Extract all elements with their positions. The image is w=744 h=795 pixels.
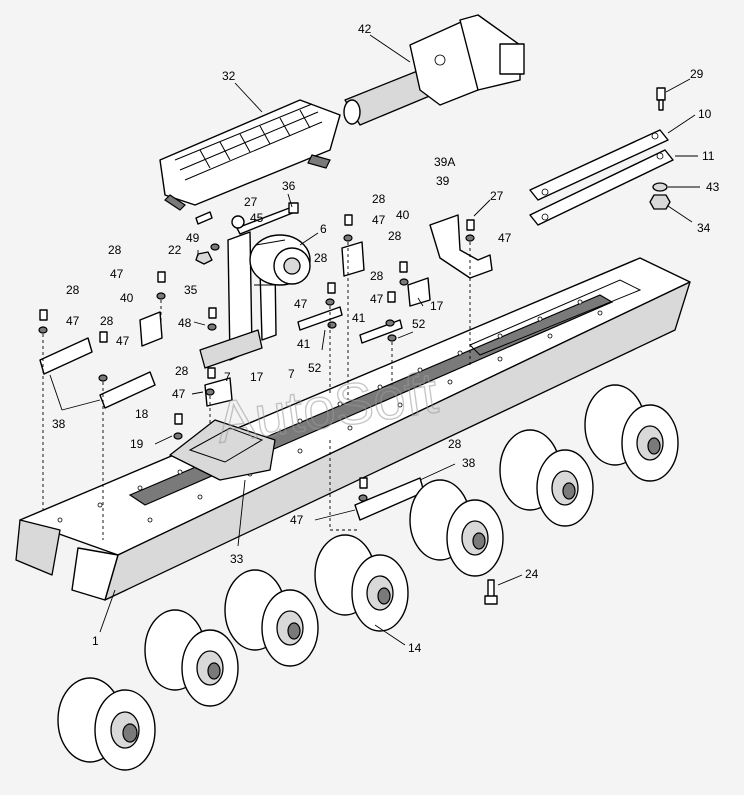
callout-33: 33	[230, 552, 244, 566]
washers-47	[38, 234, 475, 502]
callout-47-e: 47	[294, 297, 308, 311]
callout-labels: 42 32 29 10 11 43 34 36 27 45 49 22 6 28…	[52, 22, 720, 655]
callout-28-f: 28	[372, 192, 386, 206]
callout-29: 29	[690, 67, 704, 81]
callout-40-left: 40	[120, 291, 134, 305]
track-roller	[224, 569, 319, 667]
callout-17-right: 17	[430, 299, 444, 313]
strap-10	[529, 129, 669, 201]
callout-11: 11	[702, 149, 715, 163]
callout-18: 18	[135, 407, 149, 421]
nut-34	[649, 194, 671, 210]
track-roller	[314, 534, 409, 632]
assembly-dash-lines	[42, 242, 471, 540]
callout-7-left: 7	[224, 370, 231, 384]
callout-28-a: 28	[108, 243, 122, 257]
bolts-28	[39, 214, 475, 489]
bolt-36	[236, 202, 299, 235]
frame-holes	[57, 299, 603, 523]
bracket-33	[169, 419, 276, 481]
callout-35: 35	[184, 283, 198, 297]
callout-14: 14	[408, 641, 422, 655]
callout-27-left: 27	[244, 195, 258, 209]
callout-47-f: 47	[372, 213, 386, 227]
nut-22	[195, 251, 213, 265]
callout-28-h: 28	[370, 269, 384, 283]
callout-27-right: 27	[490, 189, 504, 203]
callout-22: 22	[168, 243, 182, 257]
strap-11	[529, 149, 674, 226]
callout-38-lower: 38	[462, 456, 476, 470]
callout-34: 34	[697, 221, 711, 235]
washer-43	[652, 182, 668, 192]
callout-17-left: 17	[250, 370, 264, 384]
support-roller-bracket	[199, 231, 311, 369]
track-roller	[584, 384, 679, 482]
callout-52-right: 52	[412, 317, 426, 331]
plate-40-left	[139, 311, 163, 347]
callout-49: 49	[186, 231, 200, 245]
bolt-24	[484, 579, 498, 605]
bracket-39	[429, 214, 493, 279]
callout-19: 19	[130, 437, 144, 451]
callout-1: 1	[92, 634, 99, 648]
track-roller	[144, 609, 239, 707]
callout-47-c: 47	[116, 334, 130, 348]
track-roller	[409, 479, 504, 577]
callout-28-d: 28	[175, 364, 189, 378]
callout-32: 32	[222, 69, 236, 83]
callout-36: 36	[282, 179, 296, 193]
bolt-29	[656, 87, 666, 111]
callout-6: 6	[320, 222, 327, 236]
callout-24: 24	[525, 567, 539, 581]
callout-41-right: 41	[352, 311, 366, 325]
washer-49	[210, 243, 220, 251]
callout-43: 43	[706, 180, 720, 194]
callout-38-left: 38	[52, 417, 66, 431]
callout-48: 48	[178, 316, 192, 330]
callout-28-c: 28	[100, 314, 114, 328]
callout-28-e: 28	[314, 251, 328, 265]
callout-10: 10	[698, 107, 712, 121]
callout-47-h: 47	[498, 231, 512, 245]
bracket-38-left	[39, 337, 156, 409]
callout-52-left: 52	[308, 361, 322, 375]
callout-47-b: 47	[66, 314, 80, 328]
callout-41-left: 41	[297, 337, 311, 351]
callout-39: 39	[436, 174, 450, 188]
tensioner-assembly-42	[343, 14, 525, 126]
callout-39a: 39A	[434, 155, 455, 169]
callout-47-a: 47	[110, 267, 124, 281]
callout-7-right: 7	[288, 367, 295, 381]
idler-cylinder-32	[159, 99, 341, 211]
callout-47-i: 47	[290, 513, 304, 527]
callout-28-b: 28	[66, 283, 80, 297]
callout-28-g: 28	[388, 229, 402, 243]
callout-45: 45	[250, 211, 264, 225]
callout-47-d: 47	[172, 387, 186, 401]
leader-lines	[49, 34, 700, 646]
callout-28-i: 28	[448, 437, 462, 451]
track-roller	[499, 429, 594, 527]
bracket-17	[204, 277, 431, 407]
washer-45	[231, 215, 245, 229]
callout-47-g: 47	[370, 292, 384, 306]
track-roller	[57, 677, 156, 771]
plate-40-center	[341, 241, 365, 277]
bolt-27-left	[195, 211, 213, 225]
plate-41-left	[297, 306, 343, 331]
callout-42: 42	[358, 22, 372, 36]
callout-40-center: 40	[396, 208, 410, 222]
